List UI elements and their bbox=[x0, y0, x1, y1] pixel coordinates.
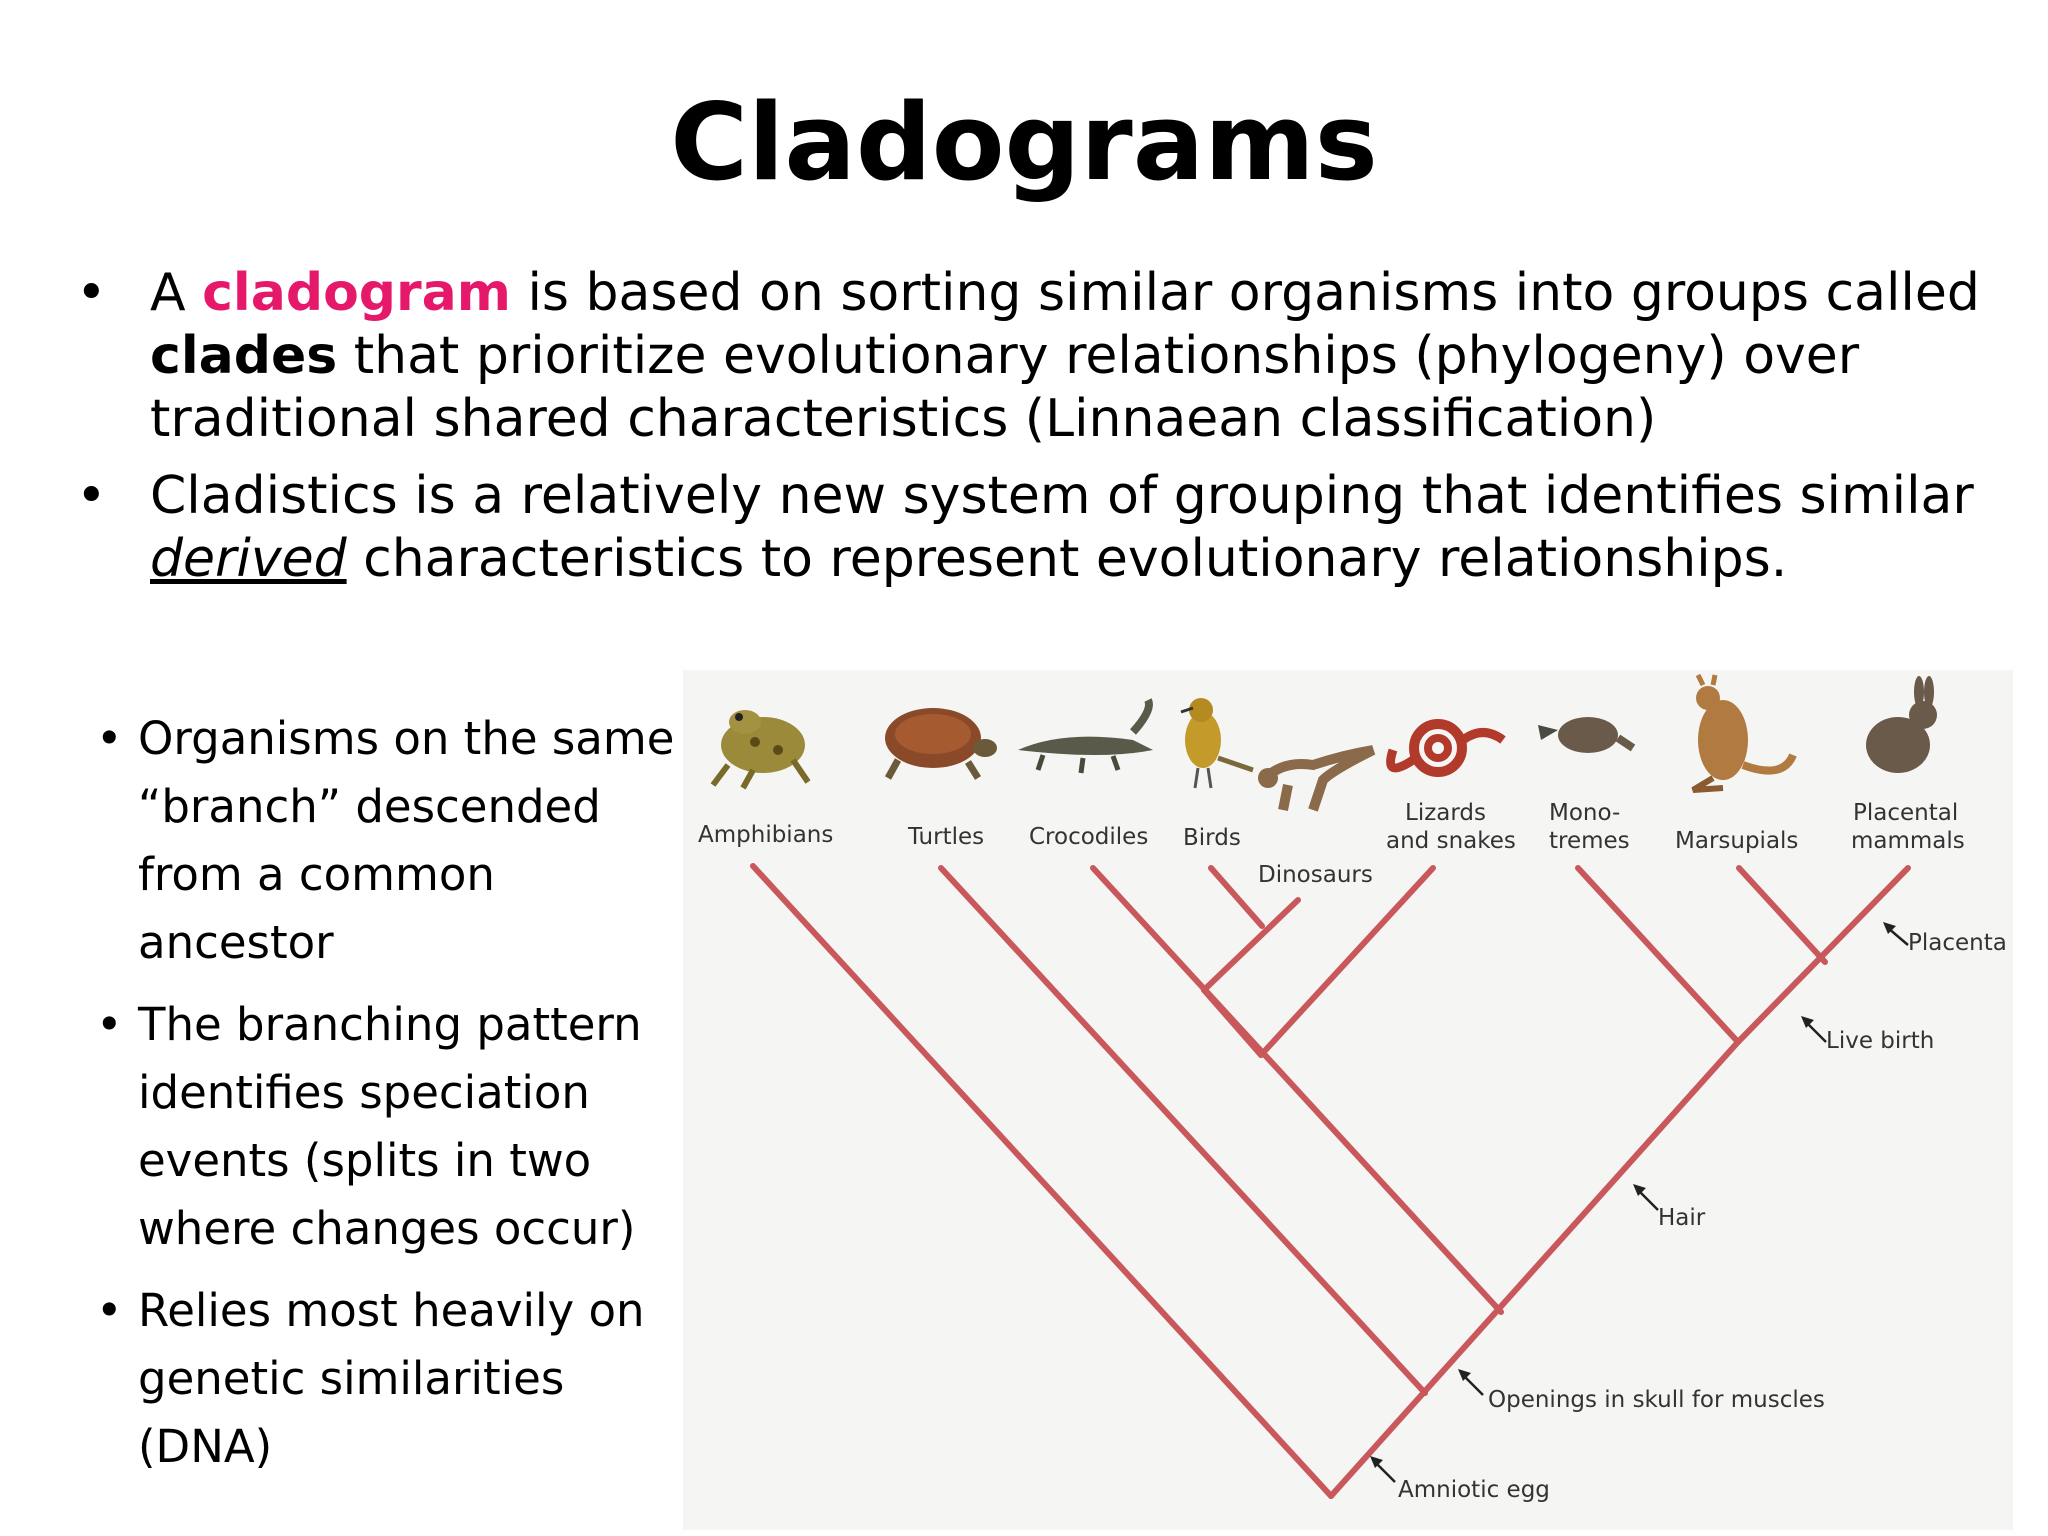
trait-hair: Hair bbox=[1658, 1205, 1706, 1231]
branch-birds bbox=[1208, 865, 1265, 929]
taxon-dinosaurs: Dinosaurs bbox=[1258, 862, 1373, 888]
frog-icon bbox=[710, 710, 811, 790]
branch-mammal-stem bbox=[1328, 1039, 1741, 1499]
arrow-openings bbox=[1458, 1369, 1484, 1396]
branch-dinosaurs bbox=[1201, 897, 1301, 993]
taxon-lizards-1: Lizards bbox=[1405, 800, 1486, 826]
top-bullet-list: • A cladogram is based on sorting simila… bbox=[70, 262, 1990, 605]
kangaroo-icon bbox=[1691, 673, 1797, 793]
taxon-lizards-2: and snakes bbox=[1386, 828, 1516, 854]
bullet-text: is based on sorting similar organisms in… bbox=[510, 263, 1980, 323]
turtle-icon bbox=[884, 708, 997, 780]
term-derived: derived bbox=[150, 529, 347, 589]
trait-openings: Openings in skull for muscles bbox=[1488, 1387, 1825, 1413]
branch-amphibians bbox=[750, 863, 1334, 1499]
bullet-dot: • bbox=[76, 466, 107, 526]
arrow-hair bbox=[1633, 1184, 1659, 1211]
taxon-placental-2: mammals bbox=[1851, 828, 1965, 854]
branch-birds-dinos-stem bbox=[1201, 987, 1264, 1058]
branch-crocodiles bbox=[1090, 865, 1504, 1315]
side-bullet-text: Organisms on the same “branch” descended… bbox=[138, 712, 675, 969]
slide-title: Cladograms bbox=[670, 81, 1378, 204]
taxon-amphibians: Amphibians bbox=[698, 822, 833, 848]
taxon-marsupials: Marsupials bbox=[1675, 828, 1798, 854]
branch-marsupials bbox=[1736, 865, 1828, 965]
top-bullet-2: • Cladistics is a relatively new system … bbox=[70, 465, 1990, 591]
side-bullet-text: The branching pattern identifies speciat… bbox=[138, 998, 642, 1255]
term-cladogram: cladogram bbox=[202, 263, 511, 323]
branch-placental bbox=[1735, 865, 1911, 1045]
bullet-text: that prioritize evolutionary relationshi… bbox=[150, 326, 1860, 449]
taxon-birds: Birds bbox=[1183, 825, 1241, 851]
arrow-placenta bbox=[1883, 922, 1909, 946]
side-bullet-text: Relies most heavily on genetic similarit… bbox=[138, 1284, 645, 1473]
top-bullet-1: • A cladogram is based on sorting simila… bbox=[70, 262, 1990, 451]
side-bullet-list: • Organisms on the same “branch” descend… bbox=[92, 705, 692, 1495]
taxon-placental-1: Placental bbox=[1853, 800, 1958, 826]
taxon-crocodiles: Crocodiles bbox=[1029, 824, 1148, 850]
side-bullet-3: • Relies most heavily on genetic similar… bbox=[92, 1277, 692, 1481]
side-bullet-1: • Organisms on the same “branch” descend… bbox=[92, 705, 692, 977]
arrow-amniotic-egg bbox=[1370, 1456, 1396, 1483]
arrow-live-birth bbox=[1801, 1016, 1827, 1043]
trait-placenta: Placenta bbox=[1908, 930, 2007, 956]
bullet-dot: • bbox=[96, 712, 123, 765]
cladogram-svg: Amphibians Turtles Crocodiles Birds Dino… bbox=[698, 673, 2007, 1503]
term-clades: clades bbox=[150, 326, 338, 386]
rabbit-icon bbox=[1866, 676, 1937, 773]
branch-monotremes bbox=[1575, 865, 1741, 1045]
trait-amniotic-egg: Amniotic egg bbox=[1398, 1477, 1550, 1503]
cladogram-figure: Amphibians Turtles Crocodiles Birds Dino… bbox=[683, 670, 2013, 1530]
bird-icon bbox=[1180, 698, 1254, 789]
taxon-turtles: Turtles bbox=[907, 824, 984, 850]
branch-turtles bbox=[938, 865, 1428, 1396]
taxon-mono-1: Mono- bbox=[1549, 800, 1620, 826]
platypus-icon bbox=[1538, 717, 1636, 753]
crocodile-icon bbox=[1018, 698, 1153, 774]
bullet-dot: • bbox=[96, 998, 123, 1051]
bullet-dot: • bbox=[76, 263, 107, 323]
trait-live-birth: Live birth bbox=[1826, 1028, 1934, 1054]
bullet-text: characteristics to represent evolutionar… bbox=[346, 529, 1788, 589]
bullet-dot: • bbox=[96, 1284, 123, 1337]
branch-lizards bbox=[1258, 865, 1436, 1058]
bullet-text: Cladistics is a relatively new system of… bbox=[150, 466, 1974, 526]
taxon-mono-2: tremes bbox=[1549, 828, 1630, 854]
side-bullet-2: • The branching pattern identifies speci… bbox=[92, 991, 692, 1263]
bullet-text: A bbox=[150, 263, 203, 323]
snake-icon bbox=[1386, 719, 1506, 777]
dinosaur-icon bbox=[1258, 745, 1376, 812]
